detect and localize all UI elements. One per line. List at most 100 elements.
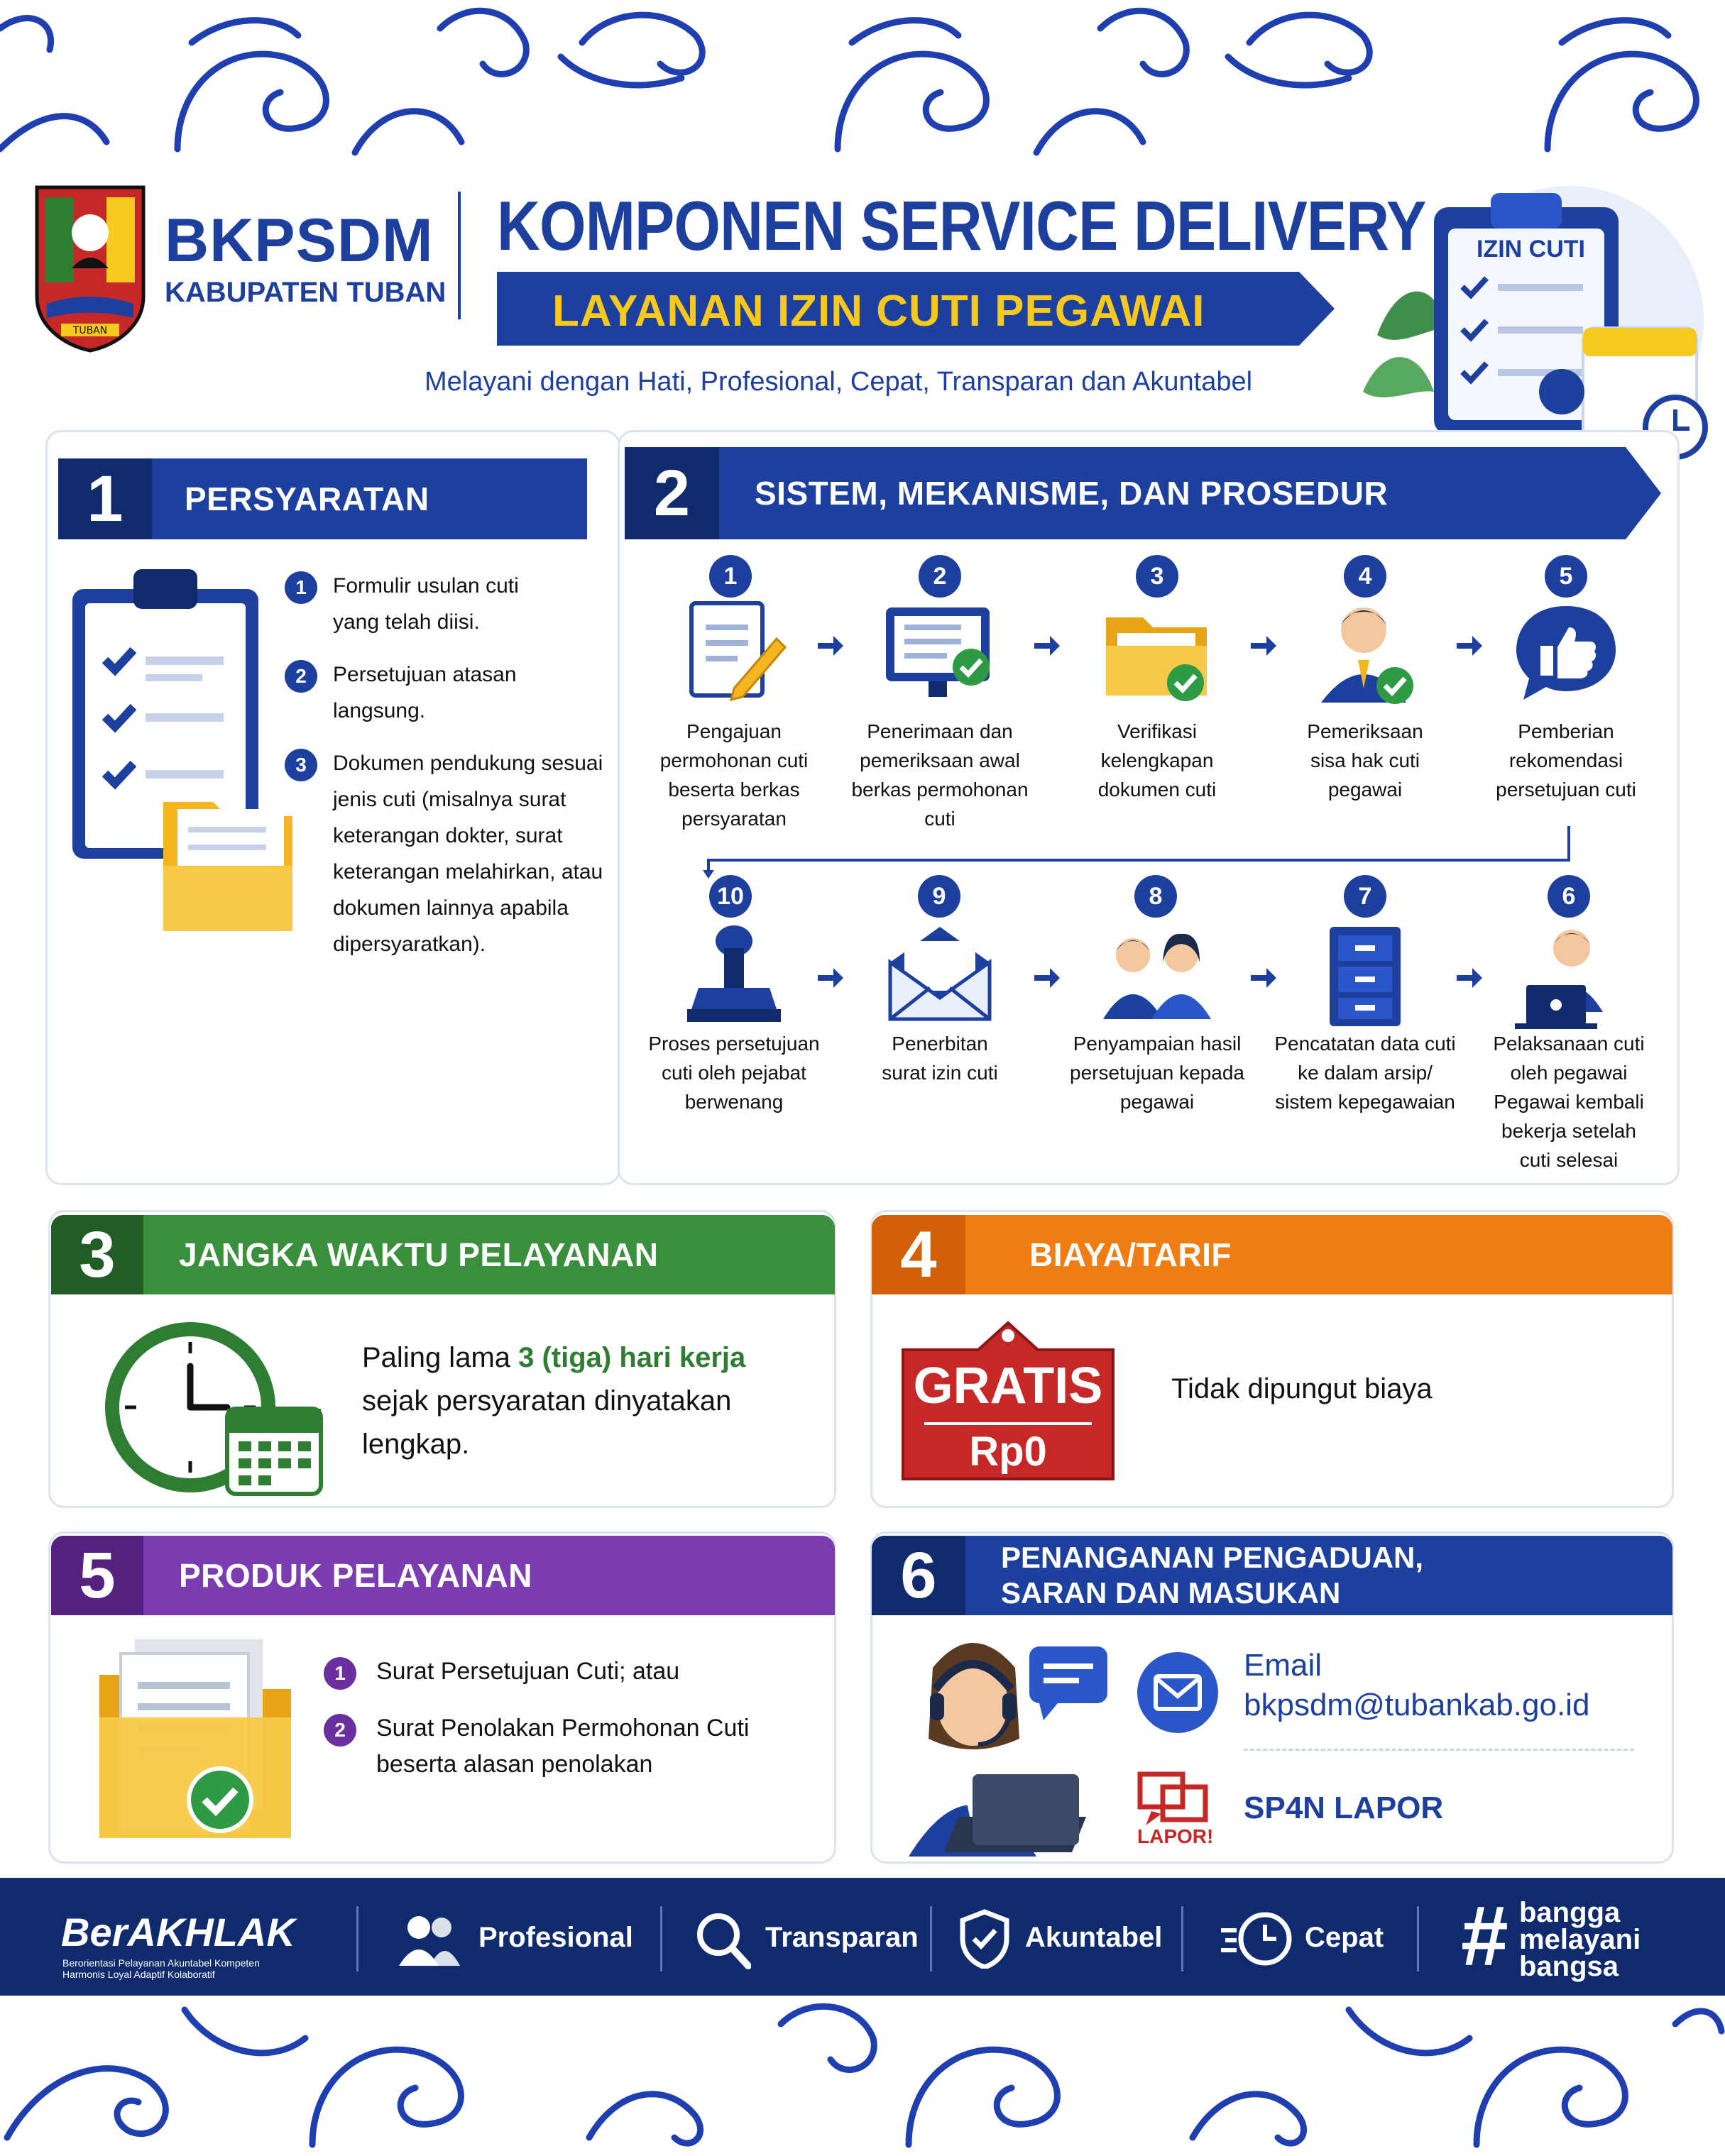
flow-connector	[703, 826, 1570, 879]
persyaratan-header: 1 PERSYARATAN	[58, 458, 587, 539]
req-bullet-3: 3	[285, 749, 317, 781]
biaya-desc: Tidak dipungut biaya	[1171, 1373, 1433, 1404]
batik-ornament-top	[0, 7, 1699, 156]
subtitle-banner: LAYANAN IZIN CUTI PEGAWAI	[497, 272, 1335, 346]
price-label: Rp0	[969, 1429, 1047, 1475]
hashtag-icon: #	[1461, 1888, 1508, 1984]
fast-clock-icon	[1221, 1912, 1292, 1966]
flow-arrow-right	[818, 636, 843, 656]
gratis-label: GRATIS	[913, 1358, 1103, 1414]
email-icon	[1137, 1652, 1218, 1733]
step-6-number: 6	[1548, 875, 1590, 918]
section-2-title: SISTEM, MEKANISME, DAN PROSEDUR	[755, 475, 1389, 512]
jangka-waktu-highlight: 3 (tiga) hari kerja	[518, 1342, 746, 1373]
clipboard-label: IZIN CUTI	[1477, 236, 1585, 263]
document-check-icon	[92, 1632, 298, 1845]
two-people-icon	[1100, 920, 1214, 1033]
monitor-checklist-icon	[883, 596, 997, 710]
footer-divider	[660, 1906, 662, 1971]
section-6-title: PENANGANAN PENGADUAN,SARAN DAN MASUKAN	[1001, 1541, 1424, 1610]
section-2-number: 2	[653, 456, 691, 529]
step-3-number: 3	[1136, 555, 1178, 598]
employee-check-icon	[1308, 596, 1422, 710]
clock-calendar-icon	[99, 1316, 327, 1501]
flow-arrow-right	[1034, 636, 1060, 656]
berakhlak-sub: Berorientasi Pelayanan Akuntabel Kompete…	[62, 1957, 260, 1980]
shield-check-icon	[960, 1909, 1009, 1969]
email-address[interactable]: bkpsdm@tubankab.go.id	[1244, 1688, 1590, 1722]
people-icon	[399, 1916, 460, 1966]
req-bullet-1: 1	[285, 571, 317, 604]
value-transparan: Transparan	[765, 1922, 919, 1953]
step-1-number: 1	[709, 555, 752, 598]
section-1-title: PERSYARATAN	[185, 480, 429, 517]
flow-arrow-right	[1251, 636, 1276, 656]
step-8-number: 8	[1134, 875, 1177, 918]
section-4-title: BIAYA/TARIF	[1029, 1236, 1232, 1273]
flow-arrow-right	[1251, 968, 1276, 988]
step-7-number: 7	[1344, 875, 1386, 918]
section-3-number: 3	[79, 1218, 116, 1291]
section-6-number: 6	[900, 1539, 937, 1612]
envelope-icon	[883, 920, 997, 1033]
step-5-number: 5	[1545, 555, 1587, 598]
value-cepat: Cepat	[1305, 1922, 1384, 1953]
footer-divider	[1181, 1906, 1183, 1971]
product-item-1: Surat Persetujuan Cuti; atau	[376, 1658, 680, 1685]
document-pen-icon	[677, 596, 791, 710]
prosedur-header: 2 SISTEM, MEKANISME, DAN PROSEDUR	[625, 447, 1661, 539]
step-4-number: 4	[1344, 555, 1386, 598]
flow-arrow-right	[1457, 968, 1482, 988]
pengaduan-header: 6 PENANGANAN PENGADUAN,SARAN DAN MASUKAN	[872, 1536, 1672, 1615]
value-profesional: Profesional	[478, 1922, 633, 1953]
step-2-number: 2	[919, 555, 961, 598]
batik-ornament-bottom	[4, 2003, 1725, 2148]
employee-laptop-icon	[1512, 920, 1626, 1033]
clipboard-folder-icon	[71, 561, 298, 937]
product-bullet-1: 1	[324, 1657, 356, 1690]
contact-divider	[1244, 1749, 1634, 1751]
step-9-number: 9	[918, 875, 960, 918]
lapor-logo: LAPOR!	[1137, 1771, 1222, 1849]
value-akuntabel: Akuntabel	[1025, 1922, 1163, 1953]
produk-header: 5 PRODUK PELAYANAN	[51, 1536, 835, 1615]
tagline: Melayani dengan Hati, Profesional, Cepat…	[425, 367, 1253, 397]
flow-arrow-right	[818, 968, 843, 988]
flow-arrow-right	[1034, 968, 1060, 988]
folder-check-icon	[1100, 596, 1214, 710]
lapor-logo-text: LAPOR!	[1137, 1825, 1214, 1847]
tuban-logo: TUBAN	[33, 183, 148, 353]
berakhlak-brand: BerAKHLAK	[61, 1910, 295, 1954]
req-bullet-2: 2	[285, 660, 317, 693]
flow-arrow-right	[1457, 636, 1482, 656]
filing-cabinet-icon	[1308, 920, 1422, 1033]
page-title: KOMPONEN SERVICE DELIVERY	[497, 187, 1426, 265]
thumbs-up-icon	[1509, 596, 1623, 710]
stamp-icon	[677, 920, 791, 1033]
section-5-title: PRODUK PELAYANAN	[179, 1557, 532, 1594]
lapor-label[interactable]: SP4N LAPOR	[1244, 1791, 1444, 1825]
batik-border-top	[0, 0, 1725, 159]
org-subtitle: KABUPATEN TUBAN	[165, 277, 447, 308]
section-3-title: JANGKA WAKTU PELAYANAN	[179, 1236, 659, 1273]
jangka-waktu-text: Paling lama 3 (tiga) hari kerja sejak pe…	[362, 1342, 746, 1460]
section-1-number: 1	[58, 458, 152, 539]
header-divider	[458, 192, 461, 319]
section-4-number: 4	[900, 1218, 937, 1291]
org-name: BKPSDM	[165, 207, 434, 275]
step-10-number: 10	[709, 875, 752, 918]
